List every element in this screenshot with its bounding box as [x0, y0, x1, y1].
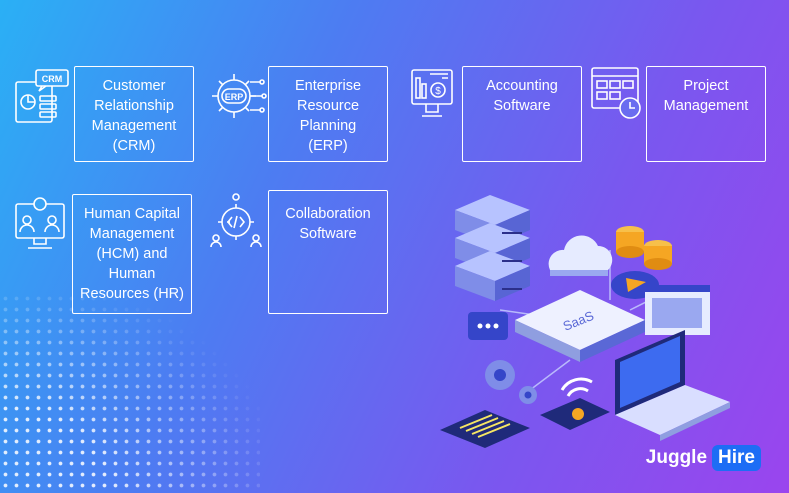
- card-hcm-label: Human Capital Management (HCM) and Human…: [80, 206, 184, 302]
- card-crm-label: Customer Relationship Management (CRM): [91, 78, 177, 154]
- card-crm: [74, 66, 194, 162]
- svg-text:$: $: [435, 86, 441, 97]
- dot-pattern: [0, 293, 260, 493]
- crm-icon: CRM: [14, 68, 70, 128]
- card-accounting: [462, 66, 582, 162]
- card-collaboration: [268, 190, 388, 314]
- project-board-icon: [590, 66, 646, 126]
- notepad-icon: [440, 410, 530, 448]
- card-accounting-label: Accounting Software: [486, 78, 558, 114]
- accounting-monitor-icon: $: [408, 66, 464, 126]
- logo-part-juggle: Juggle: [645, 447, 708, 468]
- erp-gear-icon: ERP: [210, 66, 267, 126]
- cloud-icon: [548, 235, 613, 276]
- collaboration-gear-icon: [210, 192, 266, 252]
- gear-icon: [485, 360, 537, 404]
- card-collaboration-label: Collaboration Software: [285, 206, 371, 242]
- card-project: [646, 66, 766, 162]
- card-project-label: Project Management: [663, 78, 749, 114]
- browser-window-icon: [645, 285, 710, 335]
- erp-icon-text: ERP: [225, 92, 244, 102]
- crm-icon-text: CRM: [42, 74, 63, 84]
- chat-bubble-icon: [468, 312, 508, 340]
- saas-platform: SaaS: [515, 290, 645, 362]
- card-erp: [268, 66, 388, 162]
- jugglehire-logo: Juggle Hire: [646, 445, 761, 471]
- card-erp-label: Enterprise Resource Planning (ERP): [294, 78, 362, 154]
- logo-part-hire: Hire: [712, 445, 761, 471]
- phone-wifi-icon: [540, 377, 610, 430]
- card-hcm: [72, 194, 192, 314]
- server-stack-icon: [455, 195, 530, 301]
- laptop-icon: [615, 330, 730, 441]
- hcm-monitor-icon: [14, 196, 70, 256]
- coin-stack-icon: [616, 226, 672, 270]
- saas-illustration: SaaS: [430, 190, 750, 460]
